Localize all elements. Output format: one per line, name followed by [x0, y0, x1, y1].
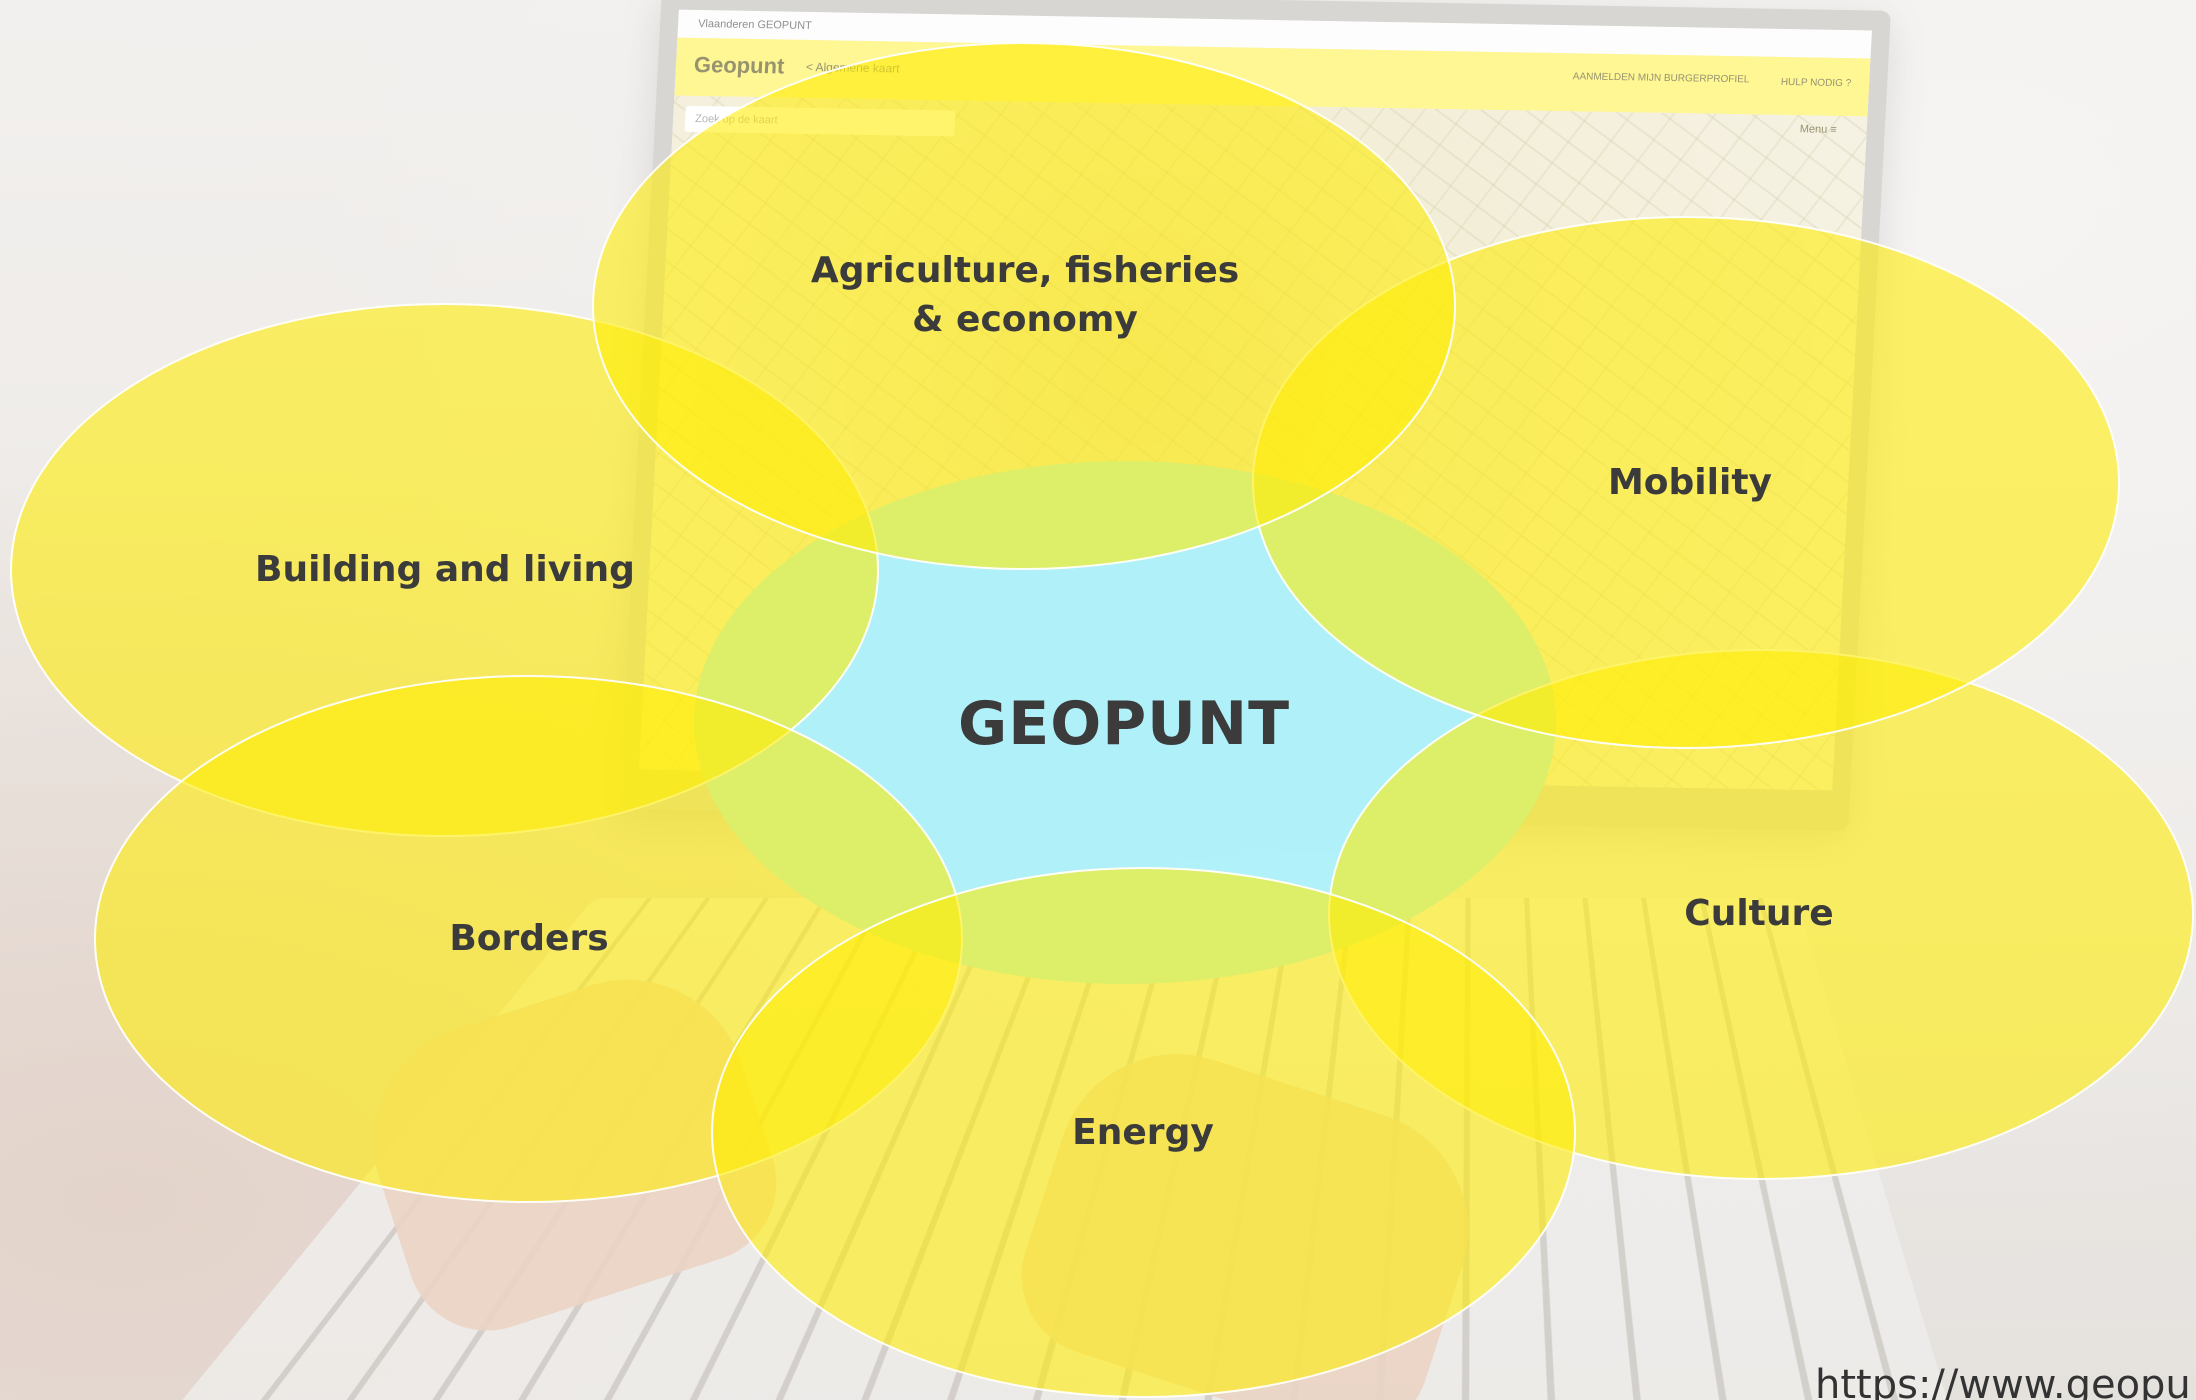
theme-label-building: Building and living: [255, 549, 635, 590]
theme-bubble-agriculture: [592, 42, 1456, 570]
theme-label-culture: Culture: [1684, 893, 1834, 934]
theme-label-borders: Borders: [449, 918, 609, 959]
theme-label-agriculture: Agriculture, fisheries & economy: [770, 247, 1280, 344]
center-label: GEOPUNT: [957, 689, 1291, 759]
theme-label-energy: Energy: [1072, 1112, 1214, 1153]
source-url: https://www.geopu: [1815, 1362, 2191, 1400]
theme-label-mobility: Mobility: [1607, 462, 1773, 503]
theme-label-agriculture-text: Agriculture, fisheries & economy: [810, 250, 1240, 340]
theme-bubble-energy: [711, 867, 1576, 1398]
